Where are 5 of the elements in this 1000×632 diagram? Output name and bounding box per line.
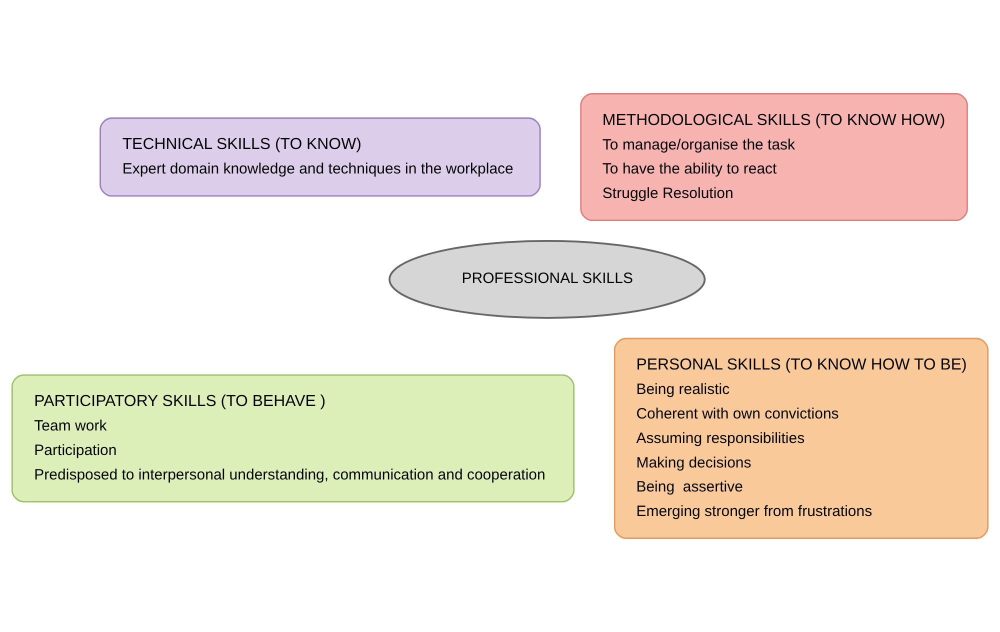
node-box: PERSONAL SKILLS (TO KNOW HOW TO BE) Being realistic Coherent with own convictions Assuming responsibilities Making decisions Being assertive Emerging stronger from frustrations xyxy=(614,338,989,539)
node-box: PARTICIPATORY SKILLS (TO BEHAVE ) Team work Participation Predisposed to interpersonal understanding, communication and cooperation xyxy=(11,374,575,502)
node-box: TECHNICAL SKILLS (TO KNOW) Expert domain knowledge and techniques in the workplace xyxy=(100,117,541,197)
node-ellipse: PROFESSIONAL SKILLS xyxy=(388,240,706,319)
node-box: METHODOLOGICAL SKILLS (TO KNOW HOW) To manage/organise the task To have the ability to react Struggle Resolution xyxy=(580,93,968,222)
